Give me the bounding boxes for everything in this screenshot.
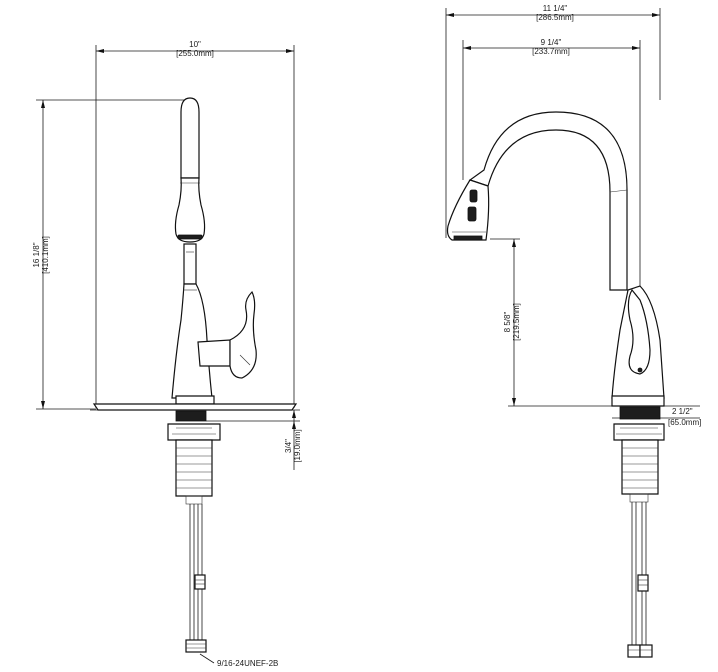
side-deck-block	[619, 406, 661, 420]
side-spout-height-dimension: 8 5/8" [219.5mm]	[490, 238, 612, 407]
side-spout-height-inches: 8 5/8"	[503, 312, 512, 333]
front-view: 10" [255.0mm] 16 1/8" [410.1mm]	[32, 40, 302, 668]
side-spout-height-mm: [219.5mm]	[512, 303, 521, 341]
side-reach-dimension: 9 1/4" [233.7mm]	[462, 38, 641, 300]
thread-callout: 9/16-24UNEF-2B	[199, 653, 278, 668]
front-width-dimension: 10" [255.0mm]	[95, 40, 295, 408]
side-base-mm: [65.0mm]	[668, 418, 701, 427]
side-mounting-assembly	[613, 423, 665, 503]
side-view: 11 1/4" [286.5mm] 9 1/4" [233.7mm] 8 5/8…	[445, 4, 701, 658]
front-faucet-body	[171, 97, 257, 405]
side-overall-inches: 11 1/4"	[543, 4, 568, 13]
front-width-inches: 10"	[189, 40, 201, 49]
side-reach-inches: 9 1/4"	[541, 38, 562, 47]
front-deck-inches: 3/4"	[284, 439, 293, 453]
front-mounting-assembly	[167, 423, 221, 505]
side-supply-hoses	[627, 502, 653, 658]
front-height-inches: 16 1/8"	[32, 242, 41, 267]
front-height-mm: [410.1mm]	[41, 236, 50, 274]
front-deck-mm: [19.0mm]	[293, 429, 302, 462]
side-reach-mm: [233.7mm]	[532, 47, 570, 56]
side-faucet-body	[446, 111, 665, 407]
front-width-mm: [255.0mm]	[176, 49, 214, 58]
front-deck-dimension: 3/4" [19.0mm]	[175, 410, 302, 470]
thread-label: 9/16-24UNEF-2B	[217, 659, 278, 668]
front-height-dimension: 16 1/8" [410.1mm]	[32, 99, 190, 410]
side-overall-dimension: 11 1/4" [286.5mm]	[445, 4, 661, 238]
side-overall-mm: [286.5mm]	[536, 13, 574, 22]
front-deck-plate	[90, 403, 300, 411]
side-base-inches: 2 1/2"	[672, 407, 693, 416]
front-supply-hoses	[185, 504, 207, 653]
